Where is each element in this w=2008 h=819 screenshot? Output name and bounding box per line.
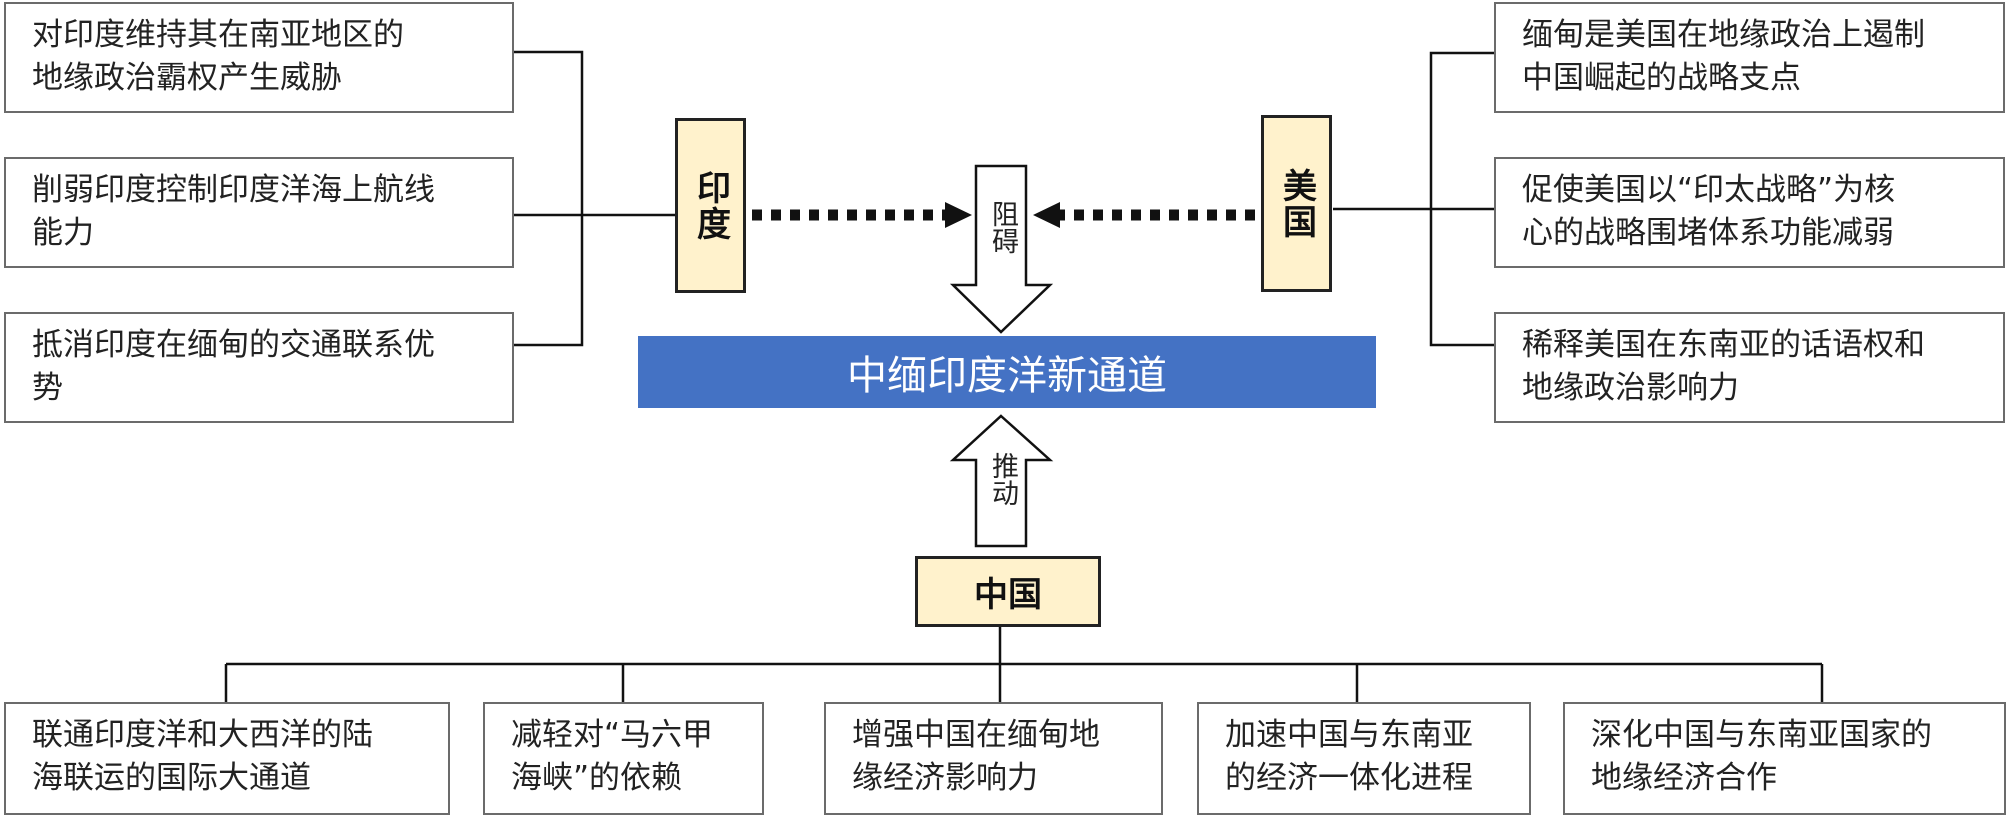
china-point-3: 增强中国在缅甸地 缘经济影响力 <box>824 702 1163 815</box>
actor-usa: 美国 <box>1261 115 1332 292</box>
block-arrow-label: 阻碍 <box>987 200 1018 254</box>
china-point-2: 减轻对“马六甲 海峡”的依赖 <box>483 702 764 815</box>
push-arrow-up <box>949 414 1054 548</box>
china-tree <box>224 626 1824 702</box>
push-arrow-label: 推动 <box>987 452 1018 506</box>
actor-india: 印度 <box>675 118 746 293</box>
india-point-2: 削弱印度控制印度洋海上航线 能力 <box>4 157 514 268</box>
actor-china: 中国 <box>915 556 1101 627</box>
usa-point-1: 缅甸是美国在地缘政治上遏制 中国崛起的战略支点 <box>1494 2 2005 113</box>
usa-point-3: 稀释美国在东南亚的话语权和 地缘政治影响力 <box>1494 312 2005 423</box>
china-point-4: 加速中国与东南亚 的经济一体化进程 <box>1197 702 1531 815</box>
india-point-1: 对印度维持其在南亚地区的 地缘政治霸权产生威胁 <box>4 2 514 113</box>
block-arrow-down <box>949 164 1054 334</box>
china-point-1: 联通印度洋和大西洋的陆 海联运的国际大通道 <box>4 702 450 815</box>
india-arrowhead <box>945 202 972 228</box>
india-point-3: 抵消印度在缅甸的交通联系优 势 <box>4 312 514 423</box>
india-bracket <box>512 50 675 347</box>
usa-point-2: 促使美国以“印太战略”为核 心的战略围堵体系功能减弱 <box>1494 157 2005 268</box>
china-point-5: 深化中国与东南亚国家的 地缘经济合作 <box>1563 702 2006 815</box>
usa-bracket <box>1333 51 1496 347</box>
central-corridor-bar: 中缅印度洋新通道 <box>638 336 1376 408</box>
usa-arrowhead <box>1033 202 1060 228</box>
